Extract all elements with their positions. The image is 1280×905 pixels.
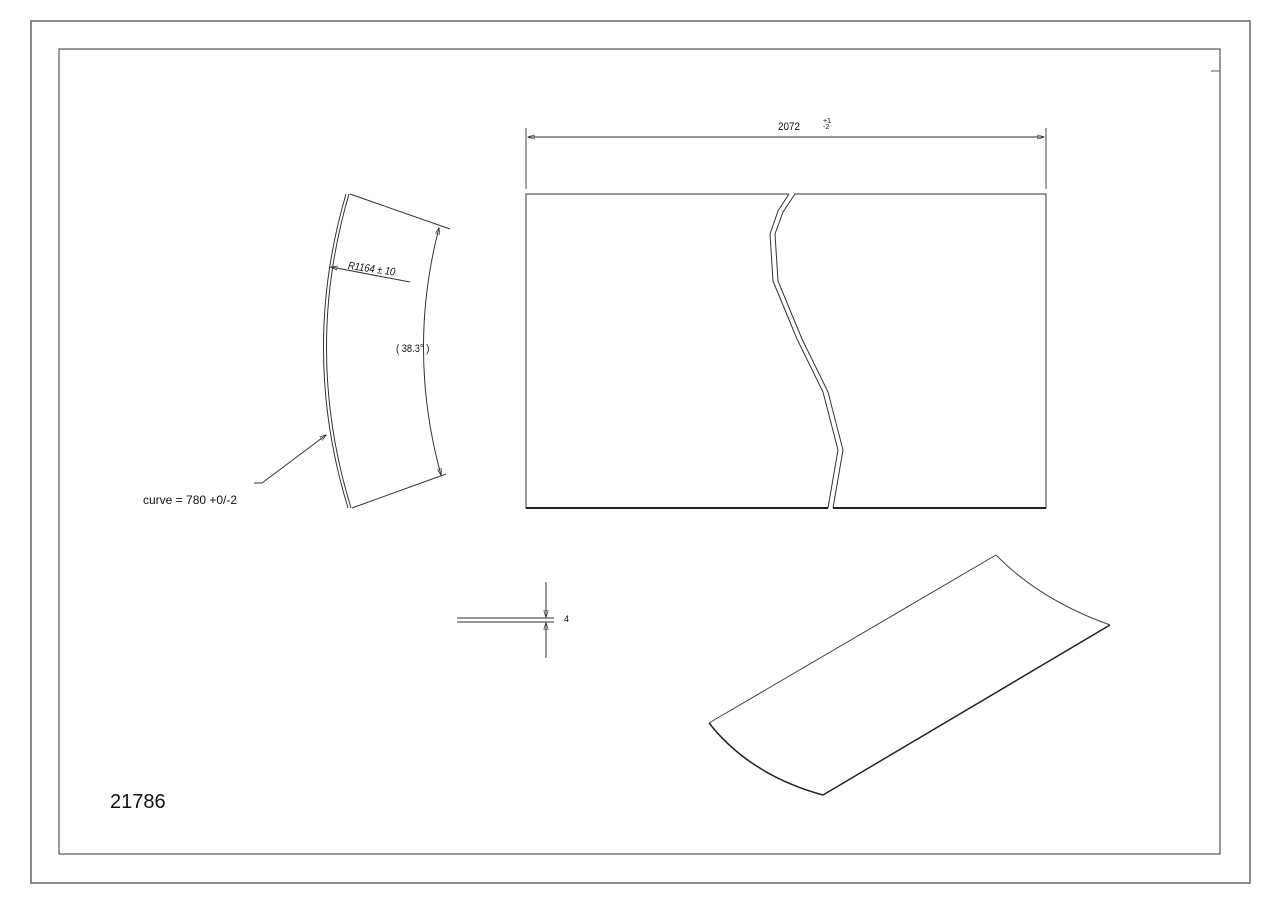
iso-left-curve <box>708 722 824 796</box>
profile-outer-arc <box>323 193 349 509</box>
break-line-right <box>774 193 844 509</box>
length-dimension-label: 2072 <box>778 121 801 133</box>
section-view <box>254 193 451 509</box>
part-number: 21786 <box>110 791 166 813</box>
profile-inner-arc <box>326 193 352 509</box>
curve-note: curve = 780 +0/-2 <box>143 493 238 507</box>
angle-dimension-arc <box>423 228 441 475</box>
curve-note-leader <box>254 435 326 484</box>
iso-bottom-edge <box>822 624 1111 796</box>
plan-right-outline <box>795 193 1047 509</box>
plan-left-outline <box>525 193 828 509</box>
isometric-view <box>708 554 1111 796</box>
radius-leader <box>331 267 411 283</box>
thickness-label: 4 <box>564 614 570 624</box>
iso-right-curve <box>995 554 1111 626</box>
length-tolerance-lower: -2 <box>823 124 830 131</box>
inner-frame <box>58 48 1221 855</box>
plan-view <box>525 128 1047 509</box>
angle-label: ( 38.3° ) <box>396 343 430 355</box>
extension-line-bottom <box>351 473 447 509</box>
length-tolerance: +1 -2 <box>823 118 831 131</box>
break-line-left <box>769 193 839 509</box>
outer-border <box>30 20 1251 884</box>
iso-top-edge <box>708 554 997 724</box>
thickness-view <box>457 582 554 658</box>
length-tolerance-upper: +1 <box>823 118 831 125</box>
extension-line-top <box>349 193 451 230</box>
